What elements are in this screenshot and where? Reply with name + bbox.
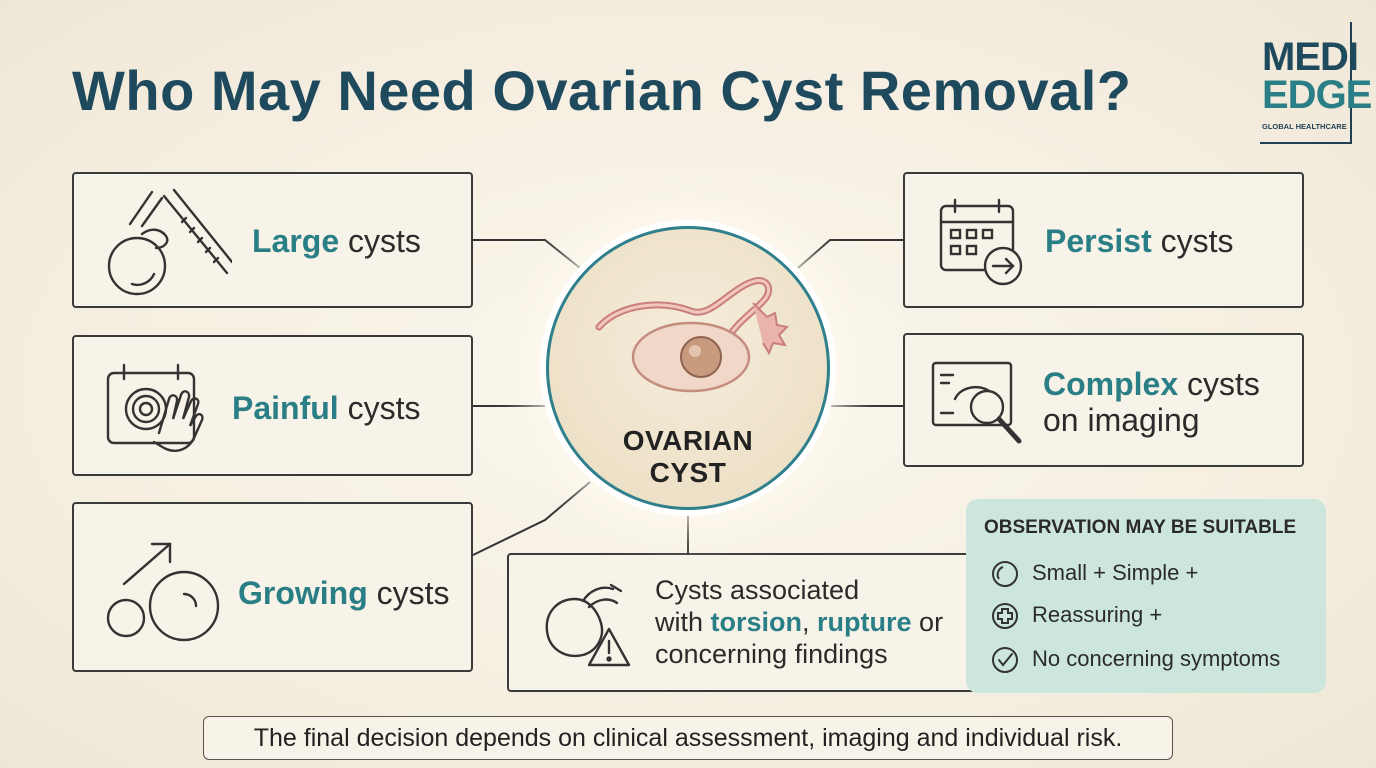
painful-rest: cysts <box>338 390 421 426</box>
observation-item: No concerning symptoms <box>990 645 1280 675</box>
torsion-line2-pre: with <box>655 607 711 637</box>
circle-icon <box>992 561 1018 587</box>
growing-highlight: Growing <box>238 575 368 611</box>
card-complex-cysts: Complex cysts on imaging <box>903 333 1304 467</box>
observation-heading: OBSERVATION MAY BE SUITABLE <box>984 517 1297 538</box>
center-ovarian-cyst: OVARIAN CYST <box>546 226 830 510</box>
center-line2: CYST <box>649 457 727 488</box>
complex-line2: on imaging <box>1043 402 1200 438</box>
torsion-line1: Cysts associated <box>655 575 860 605</box>
plus-circle-icon <box>992 603 1018 629</box>
calendar-arrow-icon <box>939 198 1023 286</box>
complex-rest: cysts <box>1178 366 1260 402</box>
center-line1: OVARIAN <box>622 425 754 456</box>
logo-line-3: GLOBAL HEALTHCARE <box>1262 122 1347 131</box>
large-highlight: Large <box>252 223 340 259</box>
observation-panel: OBSERVATION MAY BE SUITABLE Small + Simp… <box>966 499 1326 693</box>
growing-rest: cysts <box>367 575 450 611</box>
complex-highlight: Complex <box>1043 366 1179 402</box>
check-circle-icon <box>992 647 1018 673</box>
torsion-line2-mid: , <box>802 607 818 637</box>
logo-line-1: MEDI <box>1262 35 1359 79</box>
caliper-icon <box>107 188 232 296</box>
rupture-highlight: rupture <box>817 607 912 637</box>
warning-cyst-icon <box>545 583 631 667</box>
painful-highlight: Painful <box>232 390 339 426</box>
card-persist-cysts: Persist cysts <box>903 172 1304 308</box>
persist-rest: cysts <box>1151 223 1234 259</box>
magnifier-scan-icon <box>931 361 1022 444</box>
page-title: Who May Need Ovarian Cyst Removal? <box>72 59 1132 122</box>
persist-highlight: Persist <box>1045 223 1152 259</box>
pain-calendar-icon <box>106 363 204 452</box>
ovary-illustration <box>595 277 789 393</box>
growth-circles-icon <box>106 542 220 642</box>
card-large-cysts: Large cysts <box>72 172 473 308</box>
brand-logo: MEDI EDGE GLOBAL HEALTHCARE <box>1260 22 1372 144</box>
footer-note: The final decision depends on clinical a… <box>203 716 1173 760</box>
card-torsion-rupture: Cysts associated with torsion, rupture o… <box>507 553 977 692</box>
torsion-line2-post: or <box>911 607 944 637</box>
card-growing-cysts: Growing cysts <box>72 502 473 672</box>
observation-item: Reassuring + <box>990 601 1162 631</box>
observation-item-text: No concerning symptoms <box>1032 645 1281 671</box>
torsion-line3: concerning findings <box>655 639 888 669</box>
card-painful-cysts: Painful cysts <box>72 335 473 476</box>
torsion-highlight: torsion <box>710 607 803 637</box>
observation-item-text: Reassuring + <box>1032 601 1163 627</box>
logo-line-2: EDGE <box>1262 73 1372 117</box>
observation-item-text: Small + Simple + <box>1032 559 1199 585</box>
observation-item: Small + Simple + <box>990 559 1198 589</box>
large-rest: cysts <box>339 223 421 259</box>
